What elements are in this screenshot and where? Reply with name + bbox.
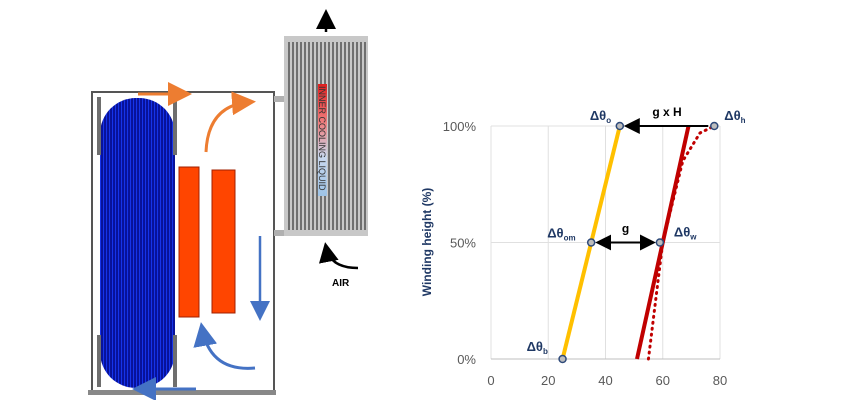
transformer-diagram: INNER COOLING LIQUID AIR bbox=[88, 9, 368, 400]
marker-label: Δθo bbox=[590, 108, 611, 125]
pipe-top bbox=[274, 96, 286, 102]
marker-label: Δθh bbox=[724, 108, 745, 125]
x-tick-label: 20 bbox=[541, 373, 555, 388]
marker-label: Δθb bbox=[527, 339, 548, 356]
marker-label: Δθw bbox=[674, 225, 697, 242]
cold-flow-arrow-curve bbox=[193, 322, 256, 370]
radiator-fin bbox=[336, 42, 338, 230]
y-tick-label: 0% bbox=[457, 352, 476, 367]
core-clamp-top-left bbox=[97, 97, 101, 155]
radiator-fin bbox=[360, 42, 362, 230]
radiator-fin bbox=[356, 42, 358, 230]
radiator-fin bbox=[312, 42, 314, 230]
y-tick-label: 100% bbox=[443, 119, 477, 134]
annotation-label: g bbox=[622, 222, 629, 236]
winding-outer bbox=[211, 169, 236, 314]
radiator-fin bbox=[296, 42, 298, 230]
radiator-fin bbox=[308, 42, 310, 230]
y-tick-label: 50% bbox=[450, 236, 476, 251]
radiator-flow-band bbox=[318, 84, 327, 196]
data-point-marker bbox=[558, 354, 567, 364]
radiator-fin bbox=[332, 42, 334, 230]
core-clamp-bottom-left bbox=[97, 335, 101, 387]
radiator-fin bbox=[348, 42, 350, 230]
radiator-fin bbox=[344, 42, 346, 230]
hot-flow-arrow-curve bbox=[204, 91, 256, 153]
radiator-fin bbox=[352, 42, 354, 230]
core-cylinder bbox=[100, 98, 175, 388]
data-point-marker bbox=[615, 121, 625, 131]
x-tick-label: 60 bbox=[656, 373, 670, 388]
radiator-fin bbox=[328, 42, 330, 230]
core-clamp-bottom-right bbox=[173, 335, 177, 387]
radiator-fin bbox=[292, 42, 294, 230]
series-line-3 bbox=[646, 124, 716, 361]
marker-label: Δθom bbox=[547, 226, 575, 243]
chart-axes: 0 20 40 60 80 0% 50% 100% bbox=[443, 119, 727, 388]
y-axis-label: Winding height (%) bbox=[420, 188, 434, 297]
winding-inner bbox=[178, 166, 200, 318]
radiator-fin bbox=[316, 42, 318, 230]
x-tick-label: 0 bbox=[487, 373, 494, 388]
radiator-fin bbox=[304, 42, 306, 230]
radiator-label: INNER COOLING LIQUID bbox=[317, 86, 327, 191]
radiator-fin bbox=[300, 42, 302, 230]
x-tick-label: 80 bbox=[713, 373, 727, 388]
pipe-bottom bbox=[274, 230, 286, 236]
radiator-fin bbox=[364, 42, 366, 230]
radiator-fin bbox=[288, 42, 290, 230]
annotation-label: g x H bbox=[652, 105, 681, 119]
x-tick-label: 40 bbox=[598, 373, 612, 388]
data-point-marker bbox=[710, 121, 719, 131]
radiator-fin bbox=[340, 42, 342, 230]
data-point-marker bbox=[655, 238, 665, 247]
air-label: AIR bbox=[332, 278, 350, 289]
air-in-arrow bbox=[318, 242, 359, 270]
chart-annotations: g g x H bbox=[595, 105, 709, 251]
tank-base bbox=[88, 390, 276, 395]
core-clamp-top-right bbox=[173, 97, 177, 155]
data-point-marker bbox=[586, 238, 596, 247]
